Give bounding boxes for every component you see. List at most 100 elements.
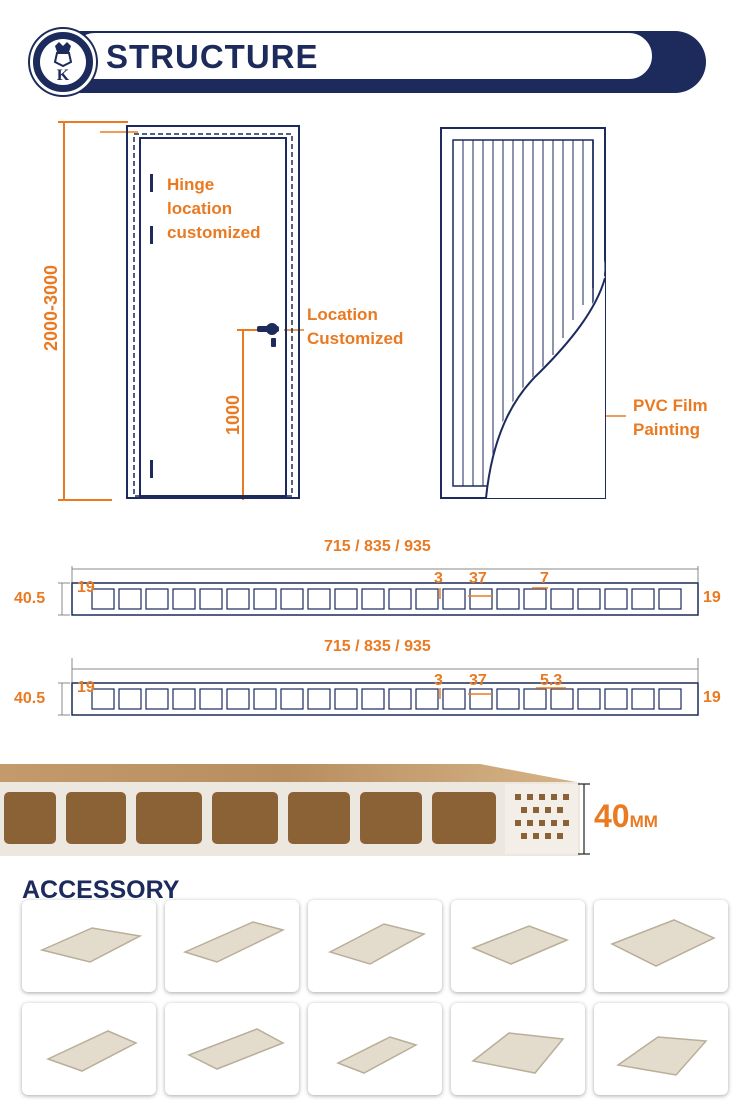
profile-cell — [523, 688, 547, 710]
accessory-item — [451, 1003, 585, 1095]
panel-thickness-label: 40MM — [594, 798, 658, 835]
profile-cell — [280, 588, 304, 610]
accessory-profile-image — [471, 925, 570, 965]
profile-cell — [496, 688, 520, 710]
profile-2-edge-left: 19 — [77, 679, 95, 696]
accessory-shape — [46, 1030, 138, 1072]
profile-2-web: 3 — [434, 672, 443, 689]
profile-cell — [280, 688, 304, 710]
profile-1-edge-left: 19 — [77, 579, 95, 596]
profile-cell — [550, 588, 574, 610]
door-height-range: 2000-3000 — [41, 264, 61, 352]
svg-text:K: K — [57, 67, 70, 84]
profile-cell — [469, 688, 493, 710]
profile-cell — [604, 588, 628, 610]
handle-height: 1000 — [223, 394, 243, 436]
profile-cell — [118, 688, 142, 710]
accessory-profile-image — [46, 1030, 138, 1072]
accessory-shape — [471, 925, 570, 965]
accessory-item — [308, 1003, 442, 1095]
accessory-shape — [471, 1032, 565, 1074]
accessory-profile-image — [471, 1032, 565, 1074]
profile-2-width: 715 / 835 / 935 — [324, 638, 431, 655]
logo-emblem: K — [40, 39, 86, 85]
profile-1-cell: 37 — [469, 570, 487, 587]
profile-2-drawing — [58, 658, 699, 716]
hinge-label-line1: Hinge — [167, 175, 215, 194]
profile-cell — [469, 588, 493, 610]
profile-2-edge-right: 19 — [703, 689, 721, 706]
profile-cell — [91, 588, 115, 610]
profile-cell — [307, 688, 331, 710]
profile-cell — [199, 688, 223, 710]
profile-cell — [523, 588, 547, 610]
profile-1-width: 715 / 835 / 935 — [324, 538, 431, 555]
accessory-item — [308, 900, 442, 992]
profile-1-drawing — [58, 566, 699, 616]
panel-thickness-value: 40 — [594, 798, 630, 834]
brand-logo: K — [30, 29, 96, 95]
profile-cell — [145, 588, 169, 610]
profile-cell — [415, 588, 439, 610]
profile-cell — [577, 588, 601, 610]
profile-cell — [631, 688, 655, 710]
accessory-shape — [616, 1036, 708, 1076]
hinge-label-line3: customized — [167, 223, 261, 242]
accessory-profile-image — [182, 921, 286, 963]
accessory-profile-image — [610, 919, 716, 967]
profile-cell — [253, 588, 277, 610]
profile-1-web: 3 — [434, 570, 443, 587]
accessory-shape — [336, 1036, 418, 1074]
accessory-item — [22, 1003, 156, 1095]
accessory-shape — [610, 919, 716, 967]
accessory-shape — [182, 921, 286, 963]
pvc-film-label: PVC Film Painting — [633, 394, 708, 442]
profile-cell — [658, 688, 682, 710]
accessory-item — [165, 900, 299, 992]
accessory-profile-image — [328, 923, 427, 965]
accessory-shape — [39, 927, 143, 963]
profile-1-wall: 7 — [540, 570, 549, 587]
accessory-shape — [328, 923, 427, 965]
accessory-item — [594, 900, 728, 992]
profile-2-wall: 5.3 — [540, 672, 563, 689]
crest-icon: K — [53, 42, 73, 84]
panel-section-image — [0, 764, 590, 856]
hinge-label-line2: location — [167, 199, 233, 218]
lock-location-label: Location Customized — [307, 303, 403, 351]
hinge-label: Hinge location customized — [167, 173, 261, 245]
profile-cell — [145, 688, 169, 710]
accessory-title: ACCESSORY — [22, 876, 180, 904]
profile-cell — [415, 688, 439, 710]
accessory-item — [594, 1003, 728, 1095]
profile-cell — [388, 688, 412, 710]
door-diagram — [58, 121, 626, 501]
profile-cell — [118, 588, 142, 610]
accessory-profile-image — [39, 927, 143, 963]
film-label-line1: PVC Film — [633, 396, 708, 415]
profile-cell — [91, 688, 115, 710]
profile-cell — [496, 588, 520, 610]
accessory-shape — [187, 1028, 285, 1070]
profile-cell — [199, 588, 223, 610]
profile-cell — [658, 588, 682, 610]
lock-label-line1: Location — [307, 305, 378, 324]
profile-cell — [172, 588, 196, 610]
profile-cell — [442, 588, 466, 610]
accessory-item — [451, 900, 585, 992]
lock-label-line2: Customized — [307, 329, 404, 348]
profile-cell — [226, 588, 250, 610]
profile-section-2: 715 / 835 / 935 40.5 19 19 3 37 5.3 — [0, 636, 750, 736]
profile-cell — [442, 688, 466, 710]
profile-cell — [388, 588, 412, 610]
film-label-line2: Painting — [633, 420, 701, 439]
profile-cell — [307, 588, 331, 610]
profile-section-1: 715 / 835 / 935 40.5 19 19 3 37 7 — [0, 536, 750, 636]
profile-1-thickness: 40.5 — [14, 590, 46, 607]
accessory-profile-image — [187, 1028, 285, 1070]
profile-cell — [361, 688, 385, 710]
profile-2-cell: 37 — [469, 672, 487, 689]
profile-cell — [334, 588, 358, 610]
profile-cell — [253, 688, 277, 710]
profile-cell — [226, 688, 250, 710]
